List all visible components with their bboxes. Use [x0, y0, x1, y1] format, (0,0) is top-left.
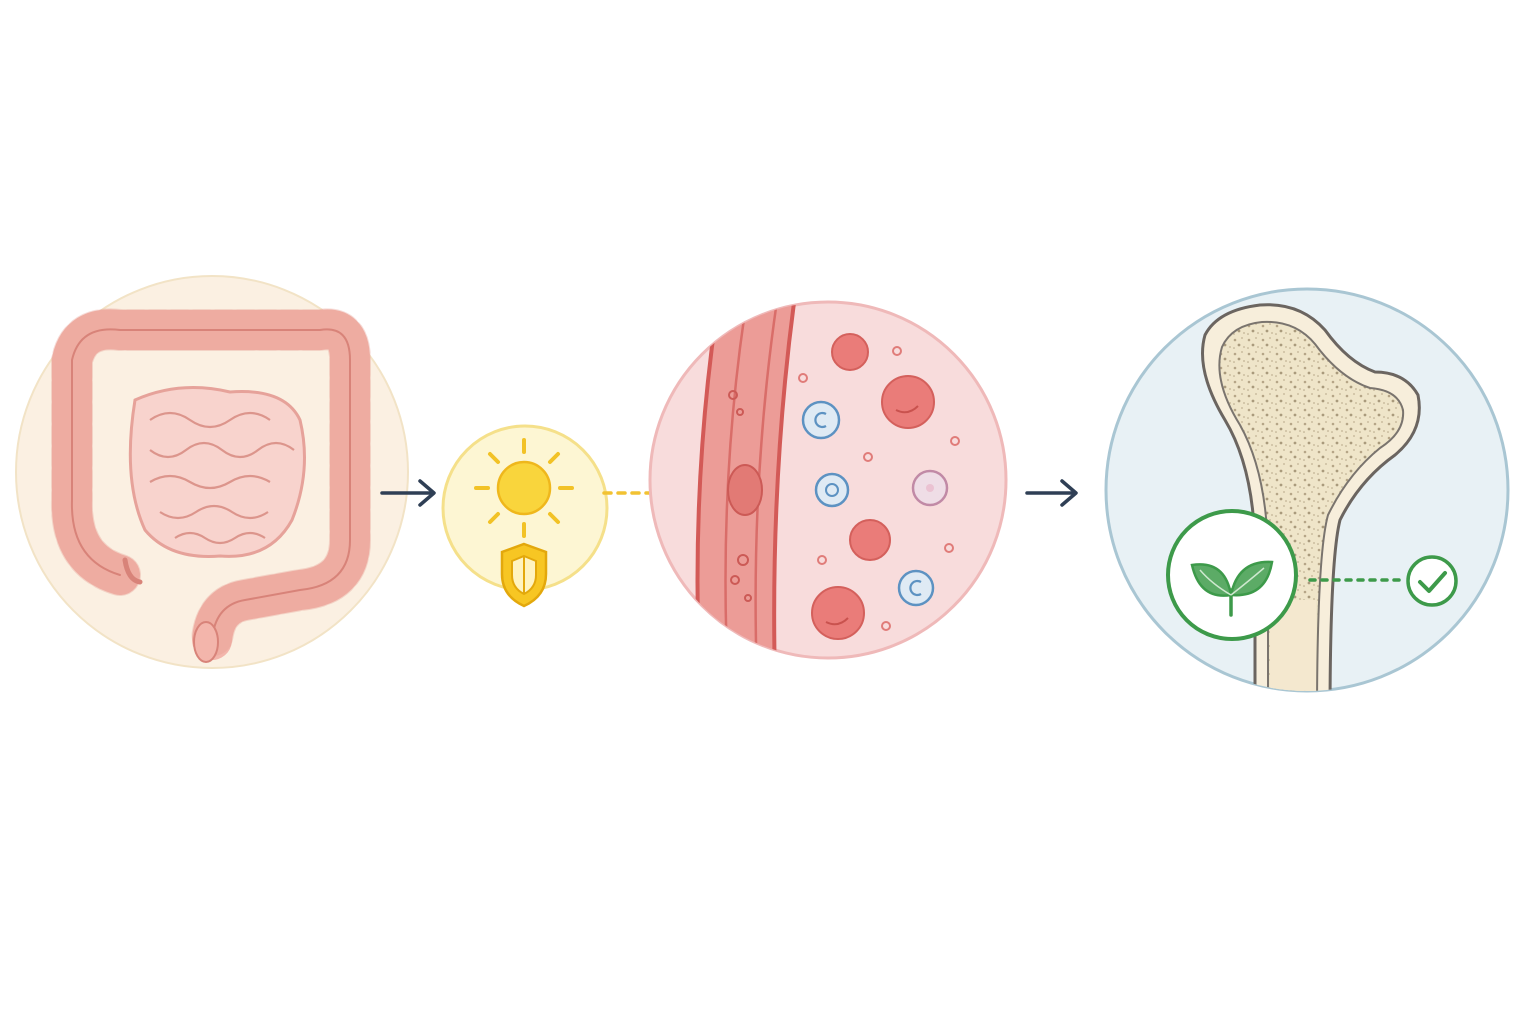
intestine-icon [50, 308, 371, 663]
check-icon [1418, 571, 1447, 593]
intestine-step [15, 275, 409, 669]
small-particles [798, 346, 960, 631]
arrow-blood-to-bone [1025, 479, 1078, 507]
blood-step [648, 300, 1008, 660]
calcium-ions [801, 400, 949, 607]
leaf-badge [1166, 509, 1298, 641]
vitamin-d-step [441, 424, 609, 608]
sun-icon [474, 438, 574, 538]
leaf-icon [1190, 560, 1274, 617]
blood-vessel-icon [695, 302, 797, 658]
red-blood-cells [811, 333, 935, 640]
arrow-intestine-to-vitamin [380, 479, 436, 507]
bone-step [1104, 287, 1510, 693]
shield-icon [500, 542, 548, 608]
check-badge [1406, 555, 1458, 607]
